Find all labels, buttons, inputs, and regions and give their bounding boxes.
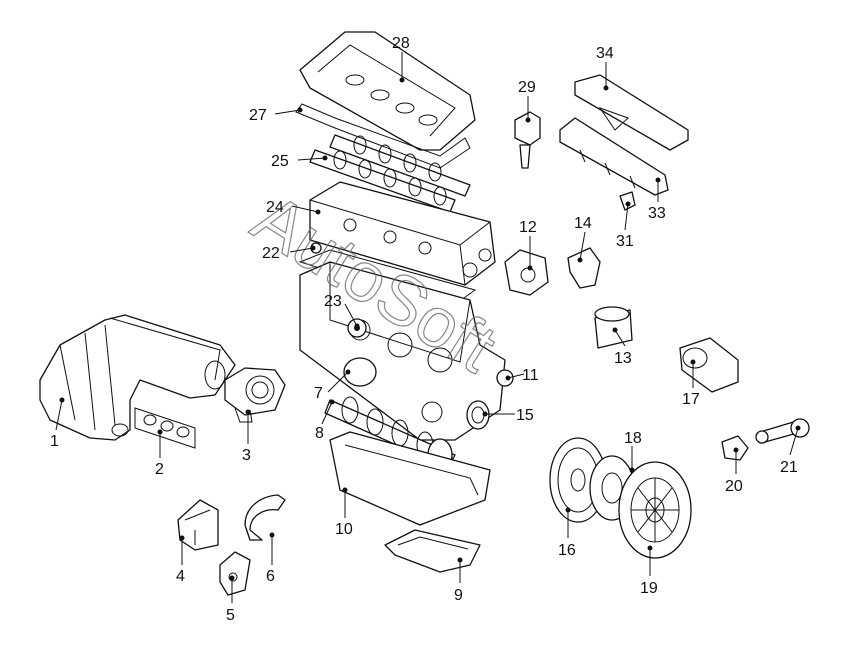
intake-manifold xyxy=(39,314,236,441)
callout-19: 19 xyxy=(640,580,658,597)
engine-parts xyxy=(39,31,810,596)
callout-9: 9 xyxy=(454,587,463,604)
callout-33: 33 xyxy=(648,205,666,222)
fuel-rail-cover xyxy=(574,74,689,151)
callout-labels: 1 2 3 4 5 6 7 8 9 10 11 12 13 14 15 16 1… xyxy=(50,35,798,624)
intake-manifold-gasket xyxy=(134,407,196,449)
callout-24: 24 xyxy=(266,199,284,216)
callout-34: 34 xyxy=(596,45,614,62)
throttle-body xyxy=(224,367,286,423)
rear-oil-seal xyxy=(466,400,490,430)
oil-pan-upper xyxy=(329,431,491,526)
callout-10: 10 xyxy=(335,521,353,538)
valve-cover-gasket xyxy=(295,103,471,169)
callout-29: 29 xyxy=(518,79,536,96)
valve-cover xyxy=(299,31,476,151)
callout-16: 16 xyxy=(558,542,576,559)
callout-27: 27 xyxy=(249,107,267,124)
starter-motor xyxy=(679,337,739,393)
leader-lines xyxy=(55,52,799,603)
temperature-sensor xyxy=(619,191,636,211)
callout-7: 7 xyxy=(314,385,323,402)
callout-22: 22 xyxy=(262,245,280,262)
coolant-hose xyxy=(244,494,286,541)
fuel-rail xyxy=(559,117,669,196)
tension-rod xyxy=(755,418,810,444)
callout-28: 28 xyxy=(392,35,410,52)
pressure-plate xyxy=(618,461,692,559)
cylinder-head xyxy=(309,181,496,286)
callout-11: 11 xyxy=(522,367,539,384)
callout-5: 5 xyxy=(226,607,235,624)
callout-12: 12 xyxy=(519,219,537,236)
callout-17: 17 xyxy=(682,391,700,408)
egr-valve xyxy=(504,249,549,296)
camshafts xyxy=(309,134,471,213)
callout-14: 14 xyxy=(574,215,592,232)
sensor-bracket xyxy=(567,247,601,289)
oil-filter xyxy=(594,306,633,349)
callout-6: 6 xyxy=(266,568,275,585)
callout-4: 4 xyxy=(176,568,185,585)
callout-15: 15 xyxy=(516,407,534,424)
callout-3: 3 xyxy=(242,447,251,464)
callout-25: 25 xyxy=(271,153,289,170)
callout-21: 21 xyxy=(780,459,798,476)
mount-bracket xyxy=(219,551,251,596)
callout-2: 2 xyxy=(155,461,164,478)
oil-pan-lower xyxy=(384,529,481,573)
callout-23: 23 xyxy=(324,293,342,310)
crank-sensor xyxy=(496,369,514,387)
engine-mount xyxy=(177,499,219,551)
leader-dots xyxy=(59,77,801,581)
ignition-coil xyxy=(514,111,541,169)
callout-1: 1 xyxy=(50,433,59,450)
callout-20: 20 xyxy=(725,478,743,495)
callout-13: 13 xyxy=(614,350,632,367)
callout-18: 18 xyxy=(624,430,642,447)
callout-8: 8 xyxy=(315,425,324,442)
callout-31: 31 xyxy=(616,233,634,250)
